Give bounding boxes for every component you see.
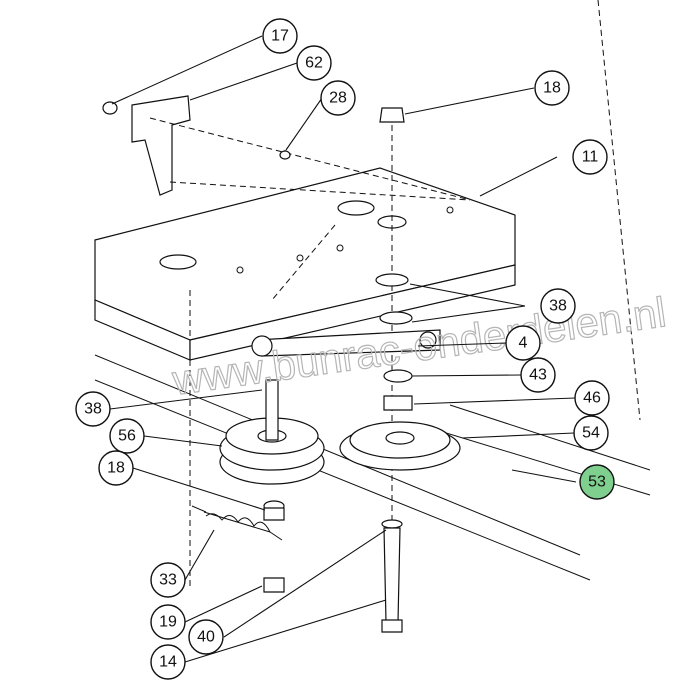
spring [191, 505, 283, 541]
callout-18-top: 18 [534, 70, 570, 106]
hardware-stack [375, 107, 413, 633]
svg-text:62: 62 [305, 55, 323, 72]
callout-40: 40 [188, 619, 224, 655]
assembly-line [271, 224, 336, 301]
assembly-line [169, 181, 471, 201]
svg-text:28: 28 [329, 90, 347, 107]
callout-33: 33 [150, 562, 186, 598]
svg-text:4: 4 [519, 335, 528, 352]
callout-38-right: 38 [540, 288, 576, 324]
callout-17: 17 [262, 18, 298, 54]
svg-text:46: 46 [583, 390, 601, 407]
callout-19: 19 [150, 604, 186, 640]
callout-62: 62 [296, 45, 332, 81]
svg-text:11: 11 [582, 149, 599, 166]
svg-text:18: 18 [543, 80, 561, 97]
pulley-left [219, 379, 325, 485]
callout-38-left: 38 [75, 391, 111, 427]
svg-text:14: 14 [159, 654, 177, 671]
callout-56: 56 [109, 418, 145, 454]
callout-54: 54 [573, 415, 609, 451]
pulley-right [339, 421, 461, 471]
callout-43: 43 [520, 357, 556, 393]
svg-text:38: 38 [84, 401, 102, 418]
callout-14: 14 [150, 644, 186, 680]
idler-arm [251, 329, 441, 357]
callout-4: 4 [505, 325, 541, 361]
svg-text:18: 18 [107, 460, 125, 477]
svg-text:53: 53 [588, 474, 606, 491]
callout-18-left: 18 [98, 450, 134, 486]
callout-11: 11 [572, 139, 608, 175]
leader-lines [109, 35, 577, 663]
callout-46: 46 [574, 380, 610, 416]
svg-text:17: 17 [271, 28, 289, 45]
assembly-line [149, 117, 471, 201]
frame-edge-line [597, 0, 641, 421]
svg-text:38: 38 [549, 298, 567, 315]
svg-text:56: 56 [118, 428, 136, 445]
svg-text:40: 40 [197, 629, 215, 646]
bracket [102, 95, 191, 196]
callout-53: 53 [579, 464, 615, 500]
svg-text:33: 33 [159, 572, 177, 589]
svg-text:19: 19 [159, 614, 177, 631]
svg-text:43: 43 [529, 367, 547, 384]
callout-28: 28 [320, 80, 356, 116]
svg-text:54: 54 [582, 425, 600, 442]
small-hardware [263, 150, 291, 593]
